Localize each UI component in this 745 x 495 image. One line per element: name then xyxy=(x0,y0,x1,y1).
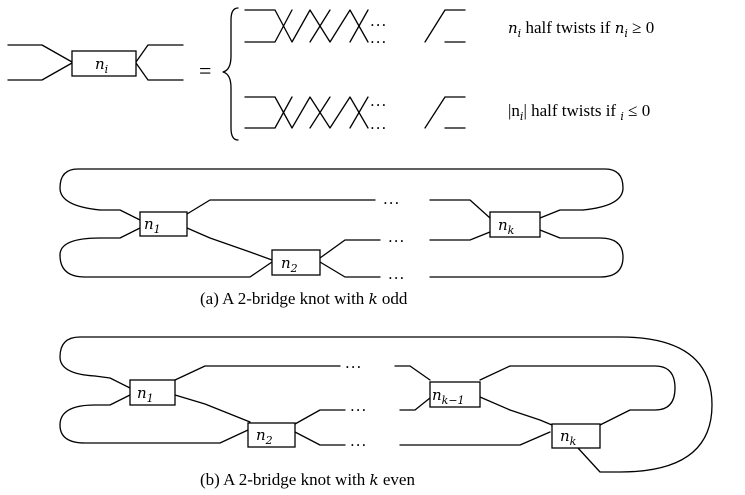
svg-text:n2: n2 xyxy=(281,254,298,275)
dots-row1: ··· xyxy=(345,358,362,376)
dots-lower: ··· xyxy=(370,119,387,137)
tangle-strand-right xyxy=(135,44,184,81)
dots-row2: ··· xyxy=(388,232,405,250)
curly-brace xyxy=(222,7,239,141)
twist-box-n1 xyxy=(129,379,176,406)
caption-a: (a) A 2-bridge knot with k odd xyxy=(200,289,408,308)
knot-k-odd: ··· ··· ··· n1 n2 nk xyxy=(59,168,624,287)
svg-text:nk: nk xyxy=(498,216,515,237)
tangle-strand-left xyxy=(7,44,73,81)
dots-upper: ··· xyxy=(370,16,387,34)
positive-rule: ni half twists if ni ≥ 0 xyxy=(508,18,654,40)
twist-box-n2 xyxy=(271,249,321,276)
negative-rule: |ni| half twists if i ≤ 0 xyxy=(508,101,650,123)
svg-text:n2: n2 xyxy=(256,426,273,447)
twist-box-n2 xyxy=(247,422,296,448)
caption-b: (b) A 2-bridge knot with k even xyxy=(200,470,415,489)
dots-upper: ··· xyxy=(370,96,387,114)
equals-sign: = xyxy=(199,58,211,83)
dots-row3: ··· xyxy=(388,269,405,287)
twist-box-ni-label: ni xyxy=(95,55,108,76)
outer-arc xyxy=(59,168,624,211)
knot-k-even: ··· ··· ··· n1 n2 nk−1 nk xyxy=(59,336,713,473)
twist-box-nk xyxy=(489,211,541,238)
dots-row2: ··· xyxy=(350,401,367,419)
dots-row3: ··· xyxy=(350,436,367,454)
generic-twist-box: ni xyxy=(7,44,184,81)
negative-half-twists: ··· ··· xyxy=(244,96,466,137)
svg-text:nk: nk xyxy=(560,427,577,448)
twist-box-nk-minus-1 xyxy=(429,381,481,408)
twist-box-nk xyxy=(551,423,601,449)
svg-text:n1: n1 xyxy=(144,215,161,236)
svg-text:n1: n1 xyxy=(137,384,154,405)
dots-lower: ··· xyxy=(370,33,387,51)
outer-arc xyxy=(59,336,713,473)
dots-row1: ··· xyxy=(383,194,400,212)
positive-half-twists: ··· ··· xyxy=(244,9,466,51)
twist-box-n1 xyxy=(139,211,188,237)
twist-box-ni xyxy=(71,50,137,77)
svg-text:nk−1: nk−1 xyxy=(432,386,465,407)
